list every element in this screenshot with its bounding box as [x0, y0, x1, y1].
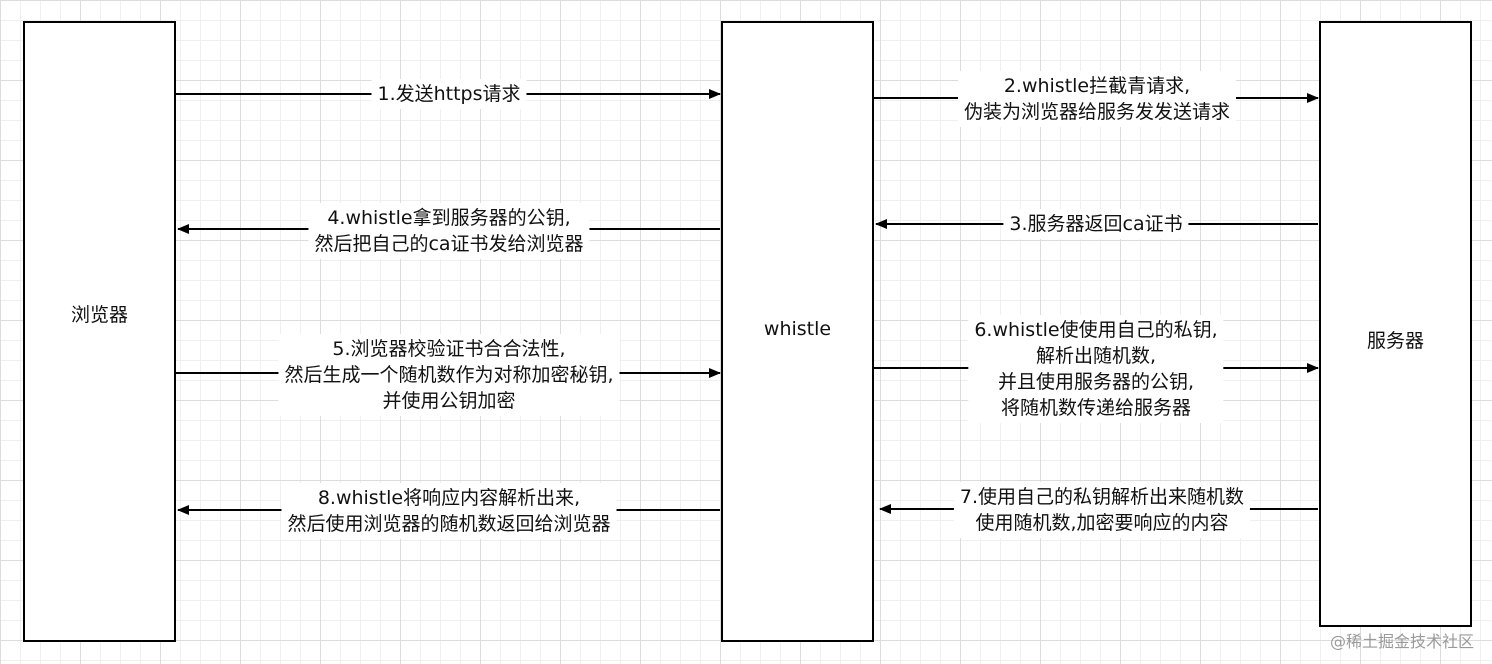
- edge-label-e6: 6.whistle使使用自己的私钥, 解析出随机数, 并且使用服务器的公钥, 将…: [968, 315, 1224, 423]
- edge-label-e5: 5.浏览器校验证书合合法性, 然后生成一个随机数作为对称加密秘钥, 并使用公钥加…: [278, 334, 620, 416]
- edge-label-line: 8.whistle将响应内容解析出来,: [317, 487, 581, 509]
- server-label: 服务器: [1366, 329, 1424, 352]
- edge-label-line: 7.使用自己的私钥解析出来随机数: [959, 486, 1245, 508]
- browser-label: 浏览器: [70, 304, 128, 326]
- edge-label-line: 6.whistle使使用自己的私钥,: [974, 319, 1218, 341]
- edge-label-line: 3.服务器返回ca证书: [1009, 213, 1183, 235]
- edge-label-line: 然后把自己的ca证书发给浏览器: [314, 233, 584, 255]
- whistle-box: whistle: [721, 21, 874, 642]
- edge-label-line: 然后使用浏览器的随机数返回给浏览器: [287, 513, 611, 535]
- edge-label-line: 然后生成一个随机数作为对称加密秘钥,: [284, 364, 614, 386]
- edge-label-e4: 4.whistle拿到服务器的公钥, 然后把自己的ca证书发给浏览器: [308, 203, 590, 259]
- watermark: @稀土掘金技术社区: [1329, 632, 1474, 651]
- whistle-label: whistle: [763, 317, 832, 340]
- edge-label-line: 并使用公钥加密: [382, 390, 516, 412]
- edge-label-line: 2.whistle拦截青请求,: [1003, 75, 1191, 97]
- edge-label-line: 1.发送https请求: [377, 83, 521, 105]
- edge-label-line: 4.whistle拿到服务器的公钥,: [327, 207, 571, 229]
- edge-label-line: 伪装为浏览器给服务发发送请求: [963, 101, 1231, 123]
- edge-label-e1: 1.发送https请求: [371, 79, 527, 109]
- edge-label-line: 5.浏览器校验证书合合法性,: [332, 338, 566, 360]
- edge-label-line: 将随机数传递给服务器: [1000, 397, 1192, 419]
- edge-label-e2: 2.whistle拦截青请求, 伪装为浏览器给服务发发送请求: [957, 71, 1237, 127]
- edge-label-e8: 8.whistle将响应内容解析出来, 然后使用浏览器的随机数返回给浏览器: [281, 483, 617, 539]
- edge-label-line: 使用随机数,加密要响应的内容: [975, 512, 1229, 534]
- edge-label-line: 解析出随机数,: [1035, 345, 1157, 367]
- browser-box: 浏览器: [23, 21, 176, 642]
- server-box: 服务器: [1319, 21, 1472, 627]
- edge-label-e3: 3.服务器返回ca证书: [1003, 209, 1189, 239]
- edge-label-line: 并且使用服务器的公钥,: [997, 371, 1195, 393]
- edge-label-e7: 7.使用自己的私钥解析出来随机数 使用随机数,加密要响应的内容: [953, 482, 1251, 538]
